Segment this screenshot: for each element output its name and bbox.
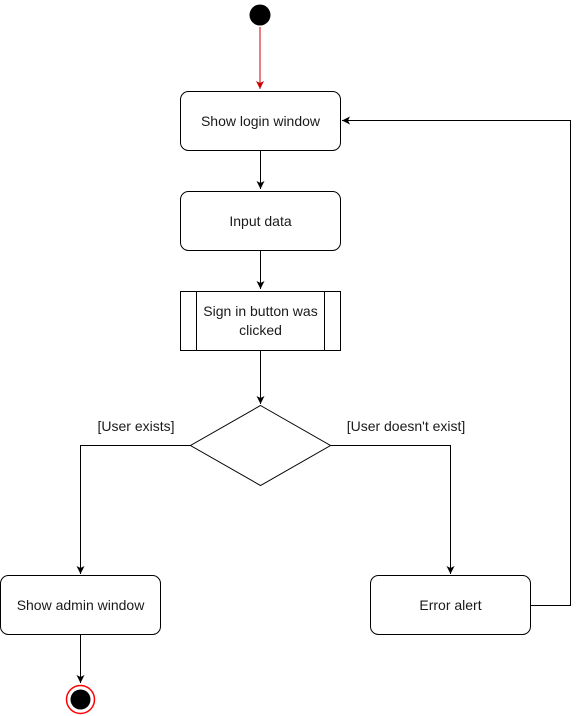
action-show-login-window-label: Show login window <box>201 113 321 129</box>
edge-decision-to-error <box>330 445 455 574</box>
guard-user-exists: [User exists] <box>97 418 174 434</box>
action-show-admin-window-label: Show admin window <box>17 597 146 613</box>
guard-user-doesnt-exist: [User doesn't exist] <box>347 418 466 434</box>
action-sign-in-clicked: Sign in button was clicked <box>180 291 341 351</box>
edge-error-to-login-loop <box>342 116 571 606</box>
action-error-alert-label: Error alert <box>419 597 481 613</box>
edge-decision-to-admin <box>76 445 191 574</box>
action-show-login-window: Show login window <box>180 91 341 151</box>
final-node <box>65 684 96 715</box>
action-sign-in-clicked-label-line2: clicked <box>239 322 282 338</box>
action-input-data-label: Input data <box>229 213 291 229</box>
action-error-alert: Error alert <box>370 575 531 635</box>
initial-node <box>249 4 271 26</box>
decision-node <box>189 404 332 487</box>
action-input-data: Input data <box>180 191 341 251</box>
action-show-admin-window: Show admin window <box>0 575 161 635</box>
action-sign-in-clicked-label-line1: Sign in button was <box>203 303 317 319</box>
